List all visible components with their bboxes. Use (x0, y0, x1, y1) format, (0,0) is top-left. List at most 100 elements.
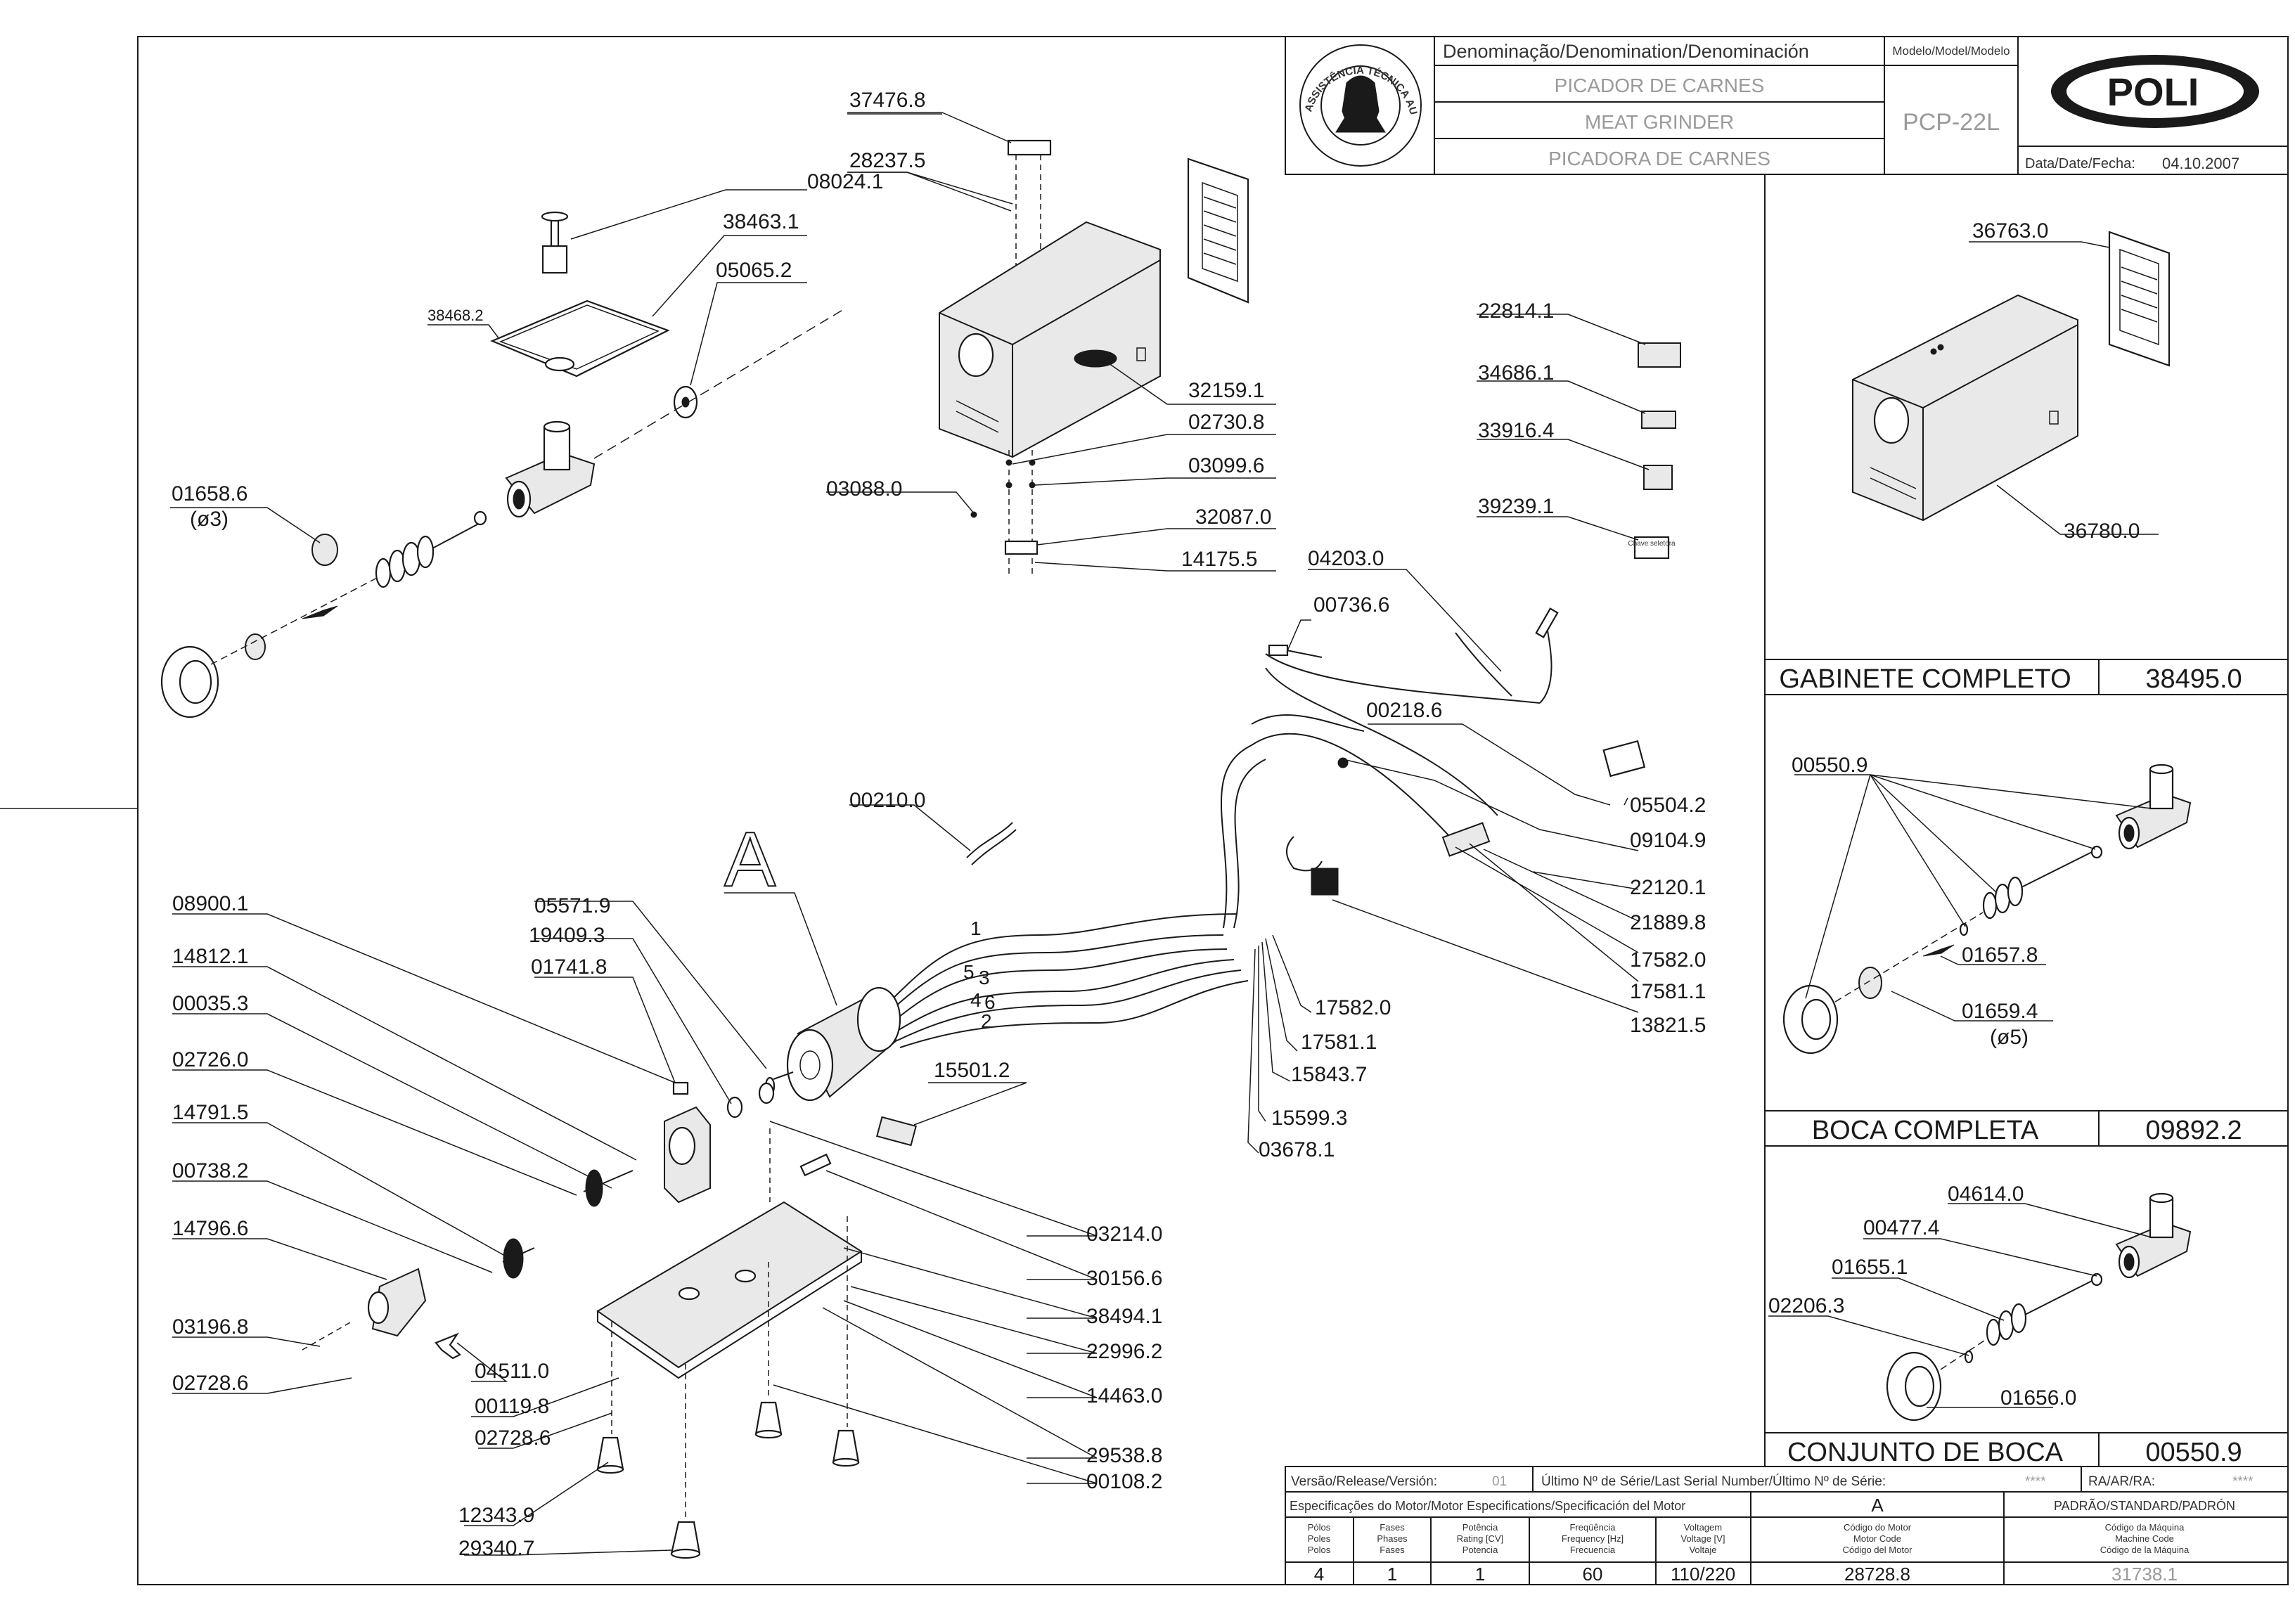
drawing-border (137, 36, 2289, 1585)
svg-text:Fases: Fases (1380, 1522, 1405, 1533)
gear-icon (503, 1238, 524, 1279)
callout-01659-4-diam: (ø5) (1990, 1026, 2029, 1049)
base-plate-icon (596, 1201, 863, 1369)
label-icon (1602, 740, 1646, 778)
callout-01655-1: 01655.1 (1832, 1256, 1908, 1279)
wing-nut-icon (435, 1332, 461, 1360)
callout-14796-6: 14796.6 (172, 1217, 248, 1240)
sticker-chave: Chave seletora (1628, 540, 1676, 548)
svg-text:Frecuencia: Frecuencia (1570, 1545, 1616, 1555)
model-value: PCP-22L (1903, 109, 2000, 136)
svg-text:Código da Máquina: Código da Máquina (2105, 1522, 2185, 1533)
callout-38468-2: 38468.2 (428, 307, 484, 324)
standard-label: PADRÃO/STANDARD/PADRÓN (2054, 1498, 2235, 1513)
callout-00218-6: 00218.6 (1366, 699, 1442, 722)
cabinet-group (939, 139, 1249, 576)
callout-03196-8: 03196.8 (172, 1315, 248, 1339)
callout-00736-6: 00736.6 (1313, 593, 1389, 617)
variant-value: A (1871, 1495, 1884, 1516)
callout-29538-8: 29538.8 (1086, 1444, 1162, 1467)
callout-14175-5: 14175.5 (1181, 548, 1257, 571)
callout-17582-0-b: 17582.0 (1315, 996, 1391, 1019)
authorized-service-seal-icon: ASSISTÊNCIA TÉCNICA AUTORIZADA (0, 0, 1422, 167)
callout-13821-5: 13821.5 (1630, 1014, 1706, 1037)
callout-15501-2: 15501.2 (934, 1059, 1010, 1082)
callout-36763-0: 36763.0 (1972, 219, 2048, 243)
warning-sticker-icon (1638, 342, 1681, 368)
callout-08024-1: 08024.1 (807, 170, 883, 193)
callout-15843-7: 15843.7 (1291, 1063, 1367, 1086)
motor-group (764, 986, 901, 1102)
capacitor-terminal-icon (1268, 644, 1289, 657)
name-en: MEAT GRINDER (1585, 111, 1734, 133)
bracket-icon (799, 1153, 832, 1177)
serial-label: Último Nº de Série/Last Serial Number/Úl… (1541, 1474, 1886, 1489)
svg-text:Fases: Fases (1380, 1545, 1405, 1555)
callout-38494-1: 38494.1 (1086, 1305, 1162, 1328)
grinder-head-group (160, 211, 844, 718)
callout-02730-8: 02730.8 (1188, 411, 1264, 434)
boca-code: 09892.2 (2145, 1116, 2242, 1145)
clamp-icon (1004, 540, 1039, 555)
foot-icon (832, 1429, 860, 1464)
callout-05065-2: 05065.2 (716, 259, 792, 282)
svg-text:Potencia: Potencia (1462, 1545, 1498, 1555)
callout-01741-8: 01741.8 (531, 955, 607, 979)
callout-15599-3: 15599.3 (1271, 1107, 1347, 1130)
callout-22814-1: 22814.1 (1478, 299, 1554, 323)
pusher-part-icon (541, 245, 568, 274)
callout-17581-1-a: 17581.1 (1630, 980, 1706, 1003)
wire-number-3: 3 (979, 967, 990, 988)
callout-00738-2: 00738.2 (172, 1159, 248, 1182)
bracket-icon (1007, 139, 1052, 156)
callout-21889-8: 21889.8 (1630, 911, 1706, 934)
wire-number-1: 1 (970, 917, 982, 939)
poli-logo: POLI (2051, 55, 2259, 128)
wire-number-5: 5 (963, 961, 975, 983)
perforated-plate-icon (311, 534, 338, 566)
callout-14791-5: 14791.5 (172, 1101, 248, 1124)
callout-29340-7: 29340.7 (458, 1537, 534, 1560)
gabinete-code: 38495.0 (2145, 664, 2242, 694)
conjunto-assembly-icon (1768, 1192, 2192, 1422)
callout-19409-3: 19409.3 (529, 924, 605, 947)
svg-text:Motor Code: Motor Code (1853, 1533, 1901, 1544)
svg-text:Código do Motor: Código do Motor (1844, 1522, 1912, 1533)
svg-text:Rating [CV]: Rating [CV] (1457, 1533, 1503, 1544)
motor-code-value: 28728.8 (1844, 1564, 1910, 1585)
vent-panel-icon (1187, 157, 1249, 304)
callout-08900-1: 08900.1 (172, 892, 248, 915)
callout-03088-0: 03088.0 (826, 477, 902, 501)
callout-00035-3: 00035.3 (172, 992, 248, 1015)
title-block: ASSISTÊNCIA TÉCNICA AUTORIZADA Denominaç… (0, 0, 2289, 175)
leaders-cabinet (826, 112, 1276, 572)
serial-value: **** (2025, 1474, 2046, 1489)
callout-14463-0: 14463.0 (1086, 1384, 1162, 1407)
callout-38463-1: 38463.1 (723, 210, 799, 233)
footer-spec-block: Versão/Release/Versión: 01 Último Nº de … (1285, 1466, 2289, 1585)
callout-02206-3: 02206.3 (1768, 1294, 1844, 1317)
callout-03678-1: 03678.1 (1259, 1138, 1335, 1161)
svg-text:Voltage [V]: Voltage [V] (1681, 1533, 1725, 1544)
callout-03099-6: 03099.6 (1188, 454, 1264, 477)
svg-text:Poles: Poles (1308, 1533, 1331, 1544)
boca-assembly-icon (1782, 763, 2192, 1055)
callout-00477-4: 00477.4 (1863, 1216, 1939, 1239)
callout-00108-2: 00108.2 (1086, 1470, 1162, 1493)
callout-03214-0: 03214.0 (1086, 1223, 1162, 1246)
ra-value: **** (2232, 1474, 2254, 1489)
cable-segment-icon (966, 822, 1013, 858)
callout-02726-0: 02726.0 (172, 1048, 248, 1071)
svg-text:Código del Motor: Código del Motor (1843, 1545, 1913, 1555)
callout-00550-9: 00550.9 (1792, 754, 1868, 777)
right-panel-frame (1764, 174, 2288, 1467)
callout-02728-6-b: 02728.6 (475, 1426, 551, 1450)
cabinet-body-icon (939, 221, 1161, 458)
callout-22120-1: 22120.1 (1630, 876, 1706, 899)
callout-04614-0: 04614.0 (1948, 1182, 2024, 1206)
name-es: PICADORA DE CARNES (1548, 148, 1770, 169)
model-header: Modelo/Model/Modelo (1892, 44, 2010, 58)
motor-spec-label: Especificações do Motor/Motor Especifica… (1290, 1499, 1685, 1513)
callout-39239-1: 39239.1 (1478, 495, 1554, 518)
